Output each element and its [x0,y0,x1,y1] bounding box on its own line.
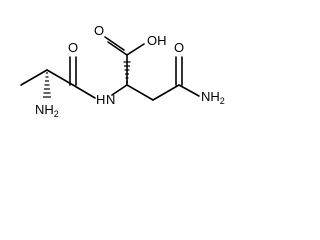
label-ala-carbonyl-o: O [68,40,78,55]
bond-amide-nh2 [178,84,200,97]
bond-carboxyl-o [107,41,128,56]
stereo-hash-asn [123,61,131,83]
bond-carbonyl-nh [72,84,96,99]
bond-asn-alpha-ch2 [126,84,154,101]
stereo-hash-ala [43,72,51,98]
bond-methyl [20,69,48,86]
label-terminal-subscript: 2 [54,109,59,119]
label-amide-nh: NH [201,89,220,104]
label-amide-nh2: NH2 [201,89,225,106]
bond-carboxyl-oh [126,43,145,56]
bond-carboxyl-o-double [104,36,125,51]
bond-set [20,36,200,101]
label-amide-h: H [96,92,105,107]
label-amide-n: N [106,92,115,107]
alanyl-asparagine-structure: OH O O O H N NH2 NH2 [20,23,225,119]
label-carboxyl-oh: OH [147,33,167,48]
label-amide-subscript: 2 [220,96,225,106]
bond-ala-alpha-carbonyl [46,69,74,86]
label-amide-carbonyl-o: O [174,40,184,55]
label-terminal-nh2: NH2 [35,102,59,119]
bond-nh-asn-alpha [111,84,128,96]
label-carboxyl-o: O [94,23,104,38]
bond-ch2-amide-carbonyl [152,84,180,101]
label-terminal-nh: NH [35,102,54,117]
